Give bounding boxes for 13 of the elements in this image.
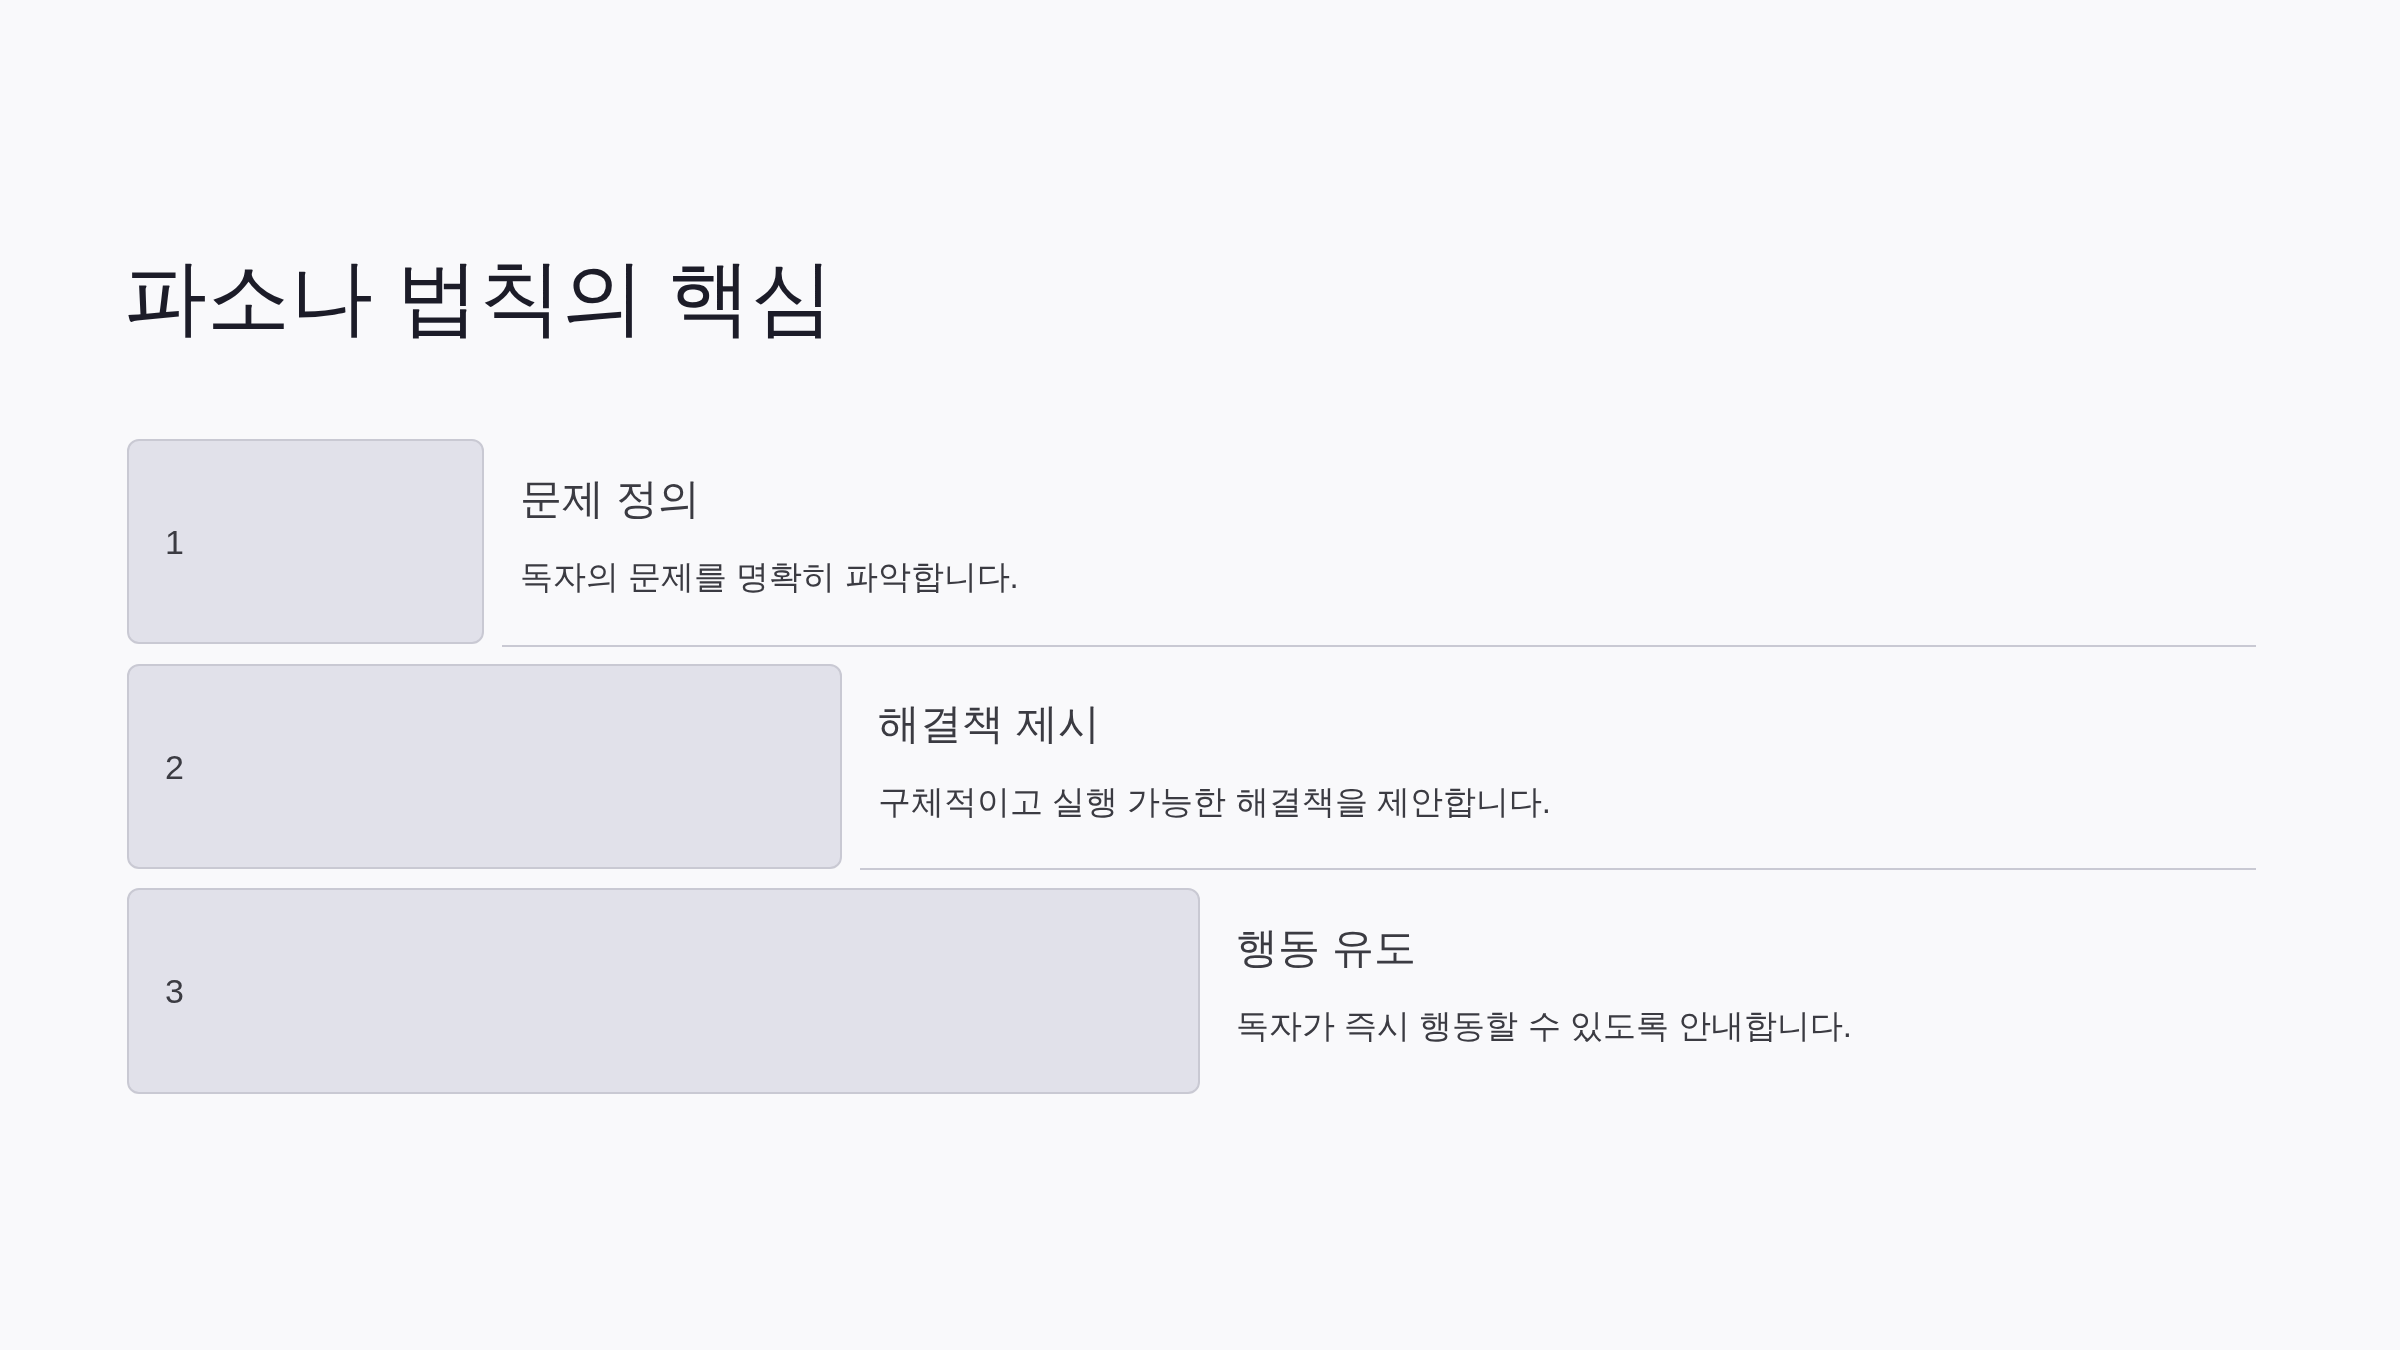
- slide-title: 파소나 법칙의 핵심: [124, 250, 835, 346]
- step-description: 독자가 즉시 행동할 수 있도록 안내합니다.: [1236, 1006, 1852, 1046]
- step-description: 독자의 문제를 명확히 파악합니다.: [520, 557, 1019, 597]
- step-number: 1: [165, 521, 184, 562]
- step-bar: [127, 439, 484, 644]
- step-description: 구체적이고 실행 가능한 해결책을 제안합니다.: [878, 782, 1551, 822]
- step-heading: 문제 정의: [520, 474, 700, 524]
- step-bar: [127, 664, 842, 869]
- step-number: 2: [165, 746, 184, 787]
- step-heading: 행동 유도: [1236, 923, 1416, 973]
- step-number: 3: [165, 970, 184, 1012]
- step-bar: [127, 888, 1200, 1094]
- step-heading: 해결책 제시: [878, 699, 1100, 749]
